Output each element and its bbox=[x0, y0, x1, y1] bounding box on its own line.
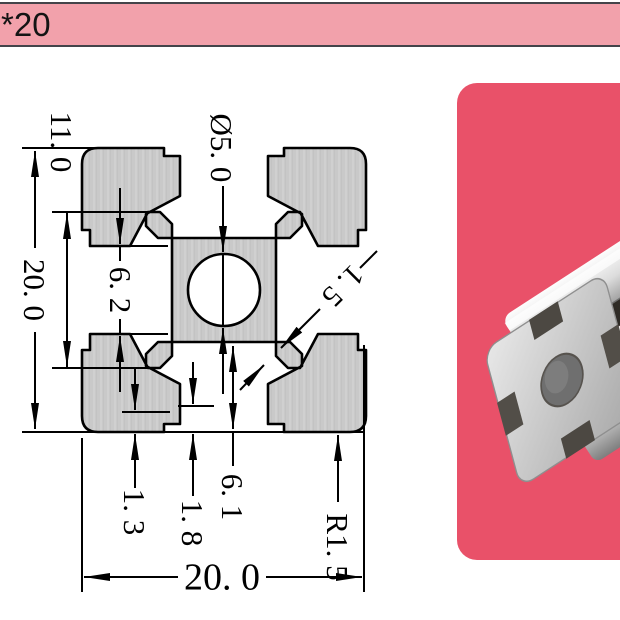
title-banner: *20 bbox=[0, 2, 620, 47]
extension-lines bbox=[22, 147, 365, 592]
photo-panel bbox=[457, 83, 620, 560]
aluminum-extrusion-render bbox=[486, 83, 620, 483]
banner-label: *20 bbox=[1, 6, 51, 43]
dim-label-slot-opening: 6. 2 bbox=[103, 267, 138, 314]
end-slot-right bbox=[600, 324, 620, 369]
extrusion-end-face bbox=[486, 277, 620, 483]
end-slot-left bbox=[497, 391, 524, 436]
dim-label-overall-width: 20. 0 bbox=[184, 557, 260, 599]
end-slot-bottom bbox=[560, 420, 595, 459]
dim-label-slot-inner-width: 11. 0 bbox=[44, 112, 79, 173]
dim-label-center-bore: Ø5. 0 bbox=[204, 114, 239, 183]
technical-drawing: 20. 0 11. 0 6. 2 Ø5. 0 1. 5 bbox=[17, 112, 378, 599]
end-slot-top bbox=[529, 301, 564, 340]
dim-label-overall-height: 20. 0 bbox=[17, 259, 52, 321]
dim-label-lip-step: 1. 3 bbox=[117, 489, 152, 536]
dim-label-bottom-wall: 1. 8 bbox=[175, 500, 210, 547]
dim-web-thickness bbox=[239, 250, 378, 391]
dim-label-corner-radius: R1. 5 bbox=[320, 513, 355, 580]
dim-label-slot-depth: 6. 1 bbox=[215, 474, 250, 521]
